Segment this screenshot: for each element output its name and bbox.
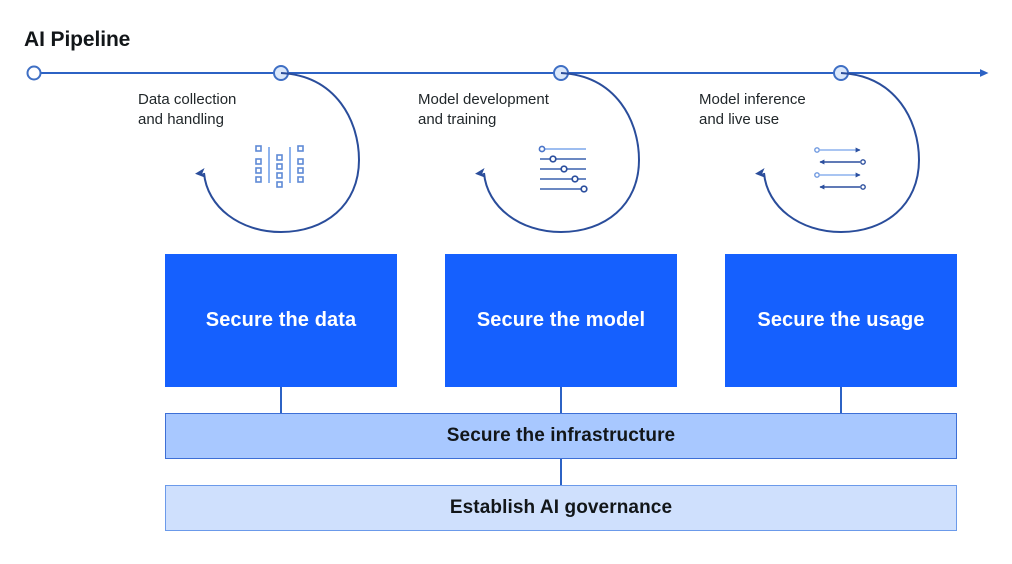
timeline-node-data-collection[interactable] [273,65,289,81]
secure-model-card[interactable]: Secure the model [445,254,677,387]
timeline-node-start[interactable] [26,65,42,81]
establish-ai-governance-bar[interactable]: Establish AI governance [165,485,957,531]
bidirectional-arrows-icon [814,147,866,190]
secure-data-card[interactable]: Secure the data [165,254,397,387]
data-columns-icon [255,145,304,188]
secure-infrastructure-bar[interactable]: Secure the infrastructure [165,413,957,459]
secure-usage-card[interactable]: Secure the usage [725,254,957,387]
stage-label-model-development: Model development and training [418,91,549,128]
stage-label-data-collection: Data collection and handling [138,91,237,128]
timeline-node-model-development[interactable] [553,65,569,81]
sliders-icon [538,145,588,193]
stage-label-model-inference: Model inference and live use [699,91,806,128]
timeline-node-model-inference[interactable] [833,65,849,81]
page-title: AI Pipeline [24,28,131,51]
